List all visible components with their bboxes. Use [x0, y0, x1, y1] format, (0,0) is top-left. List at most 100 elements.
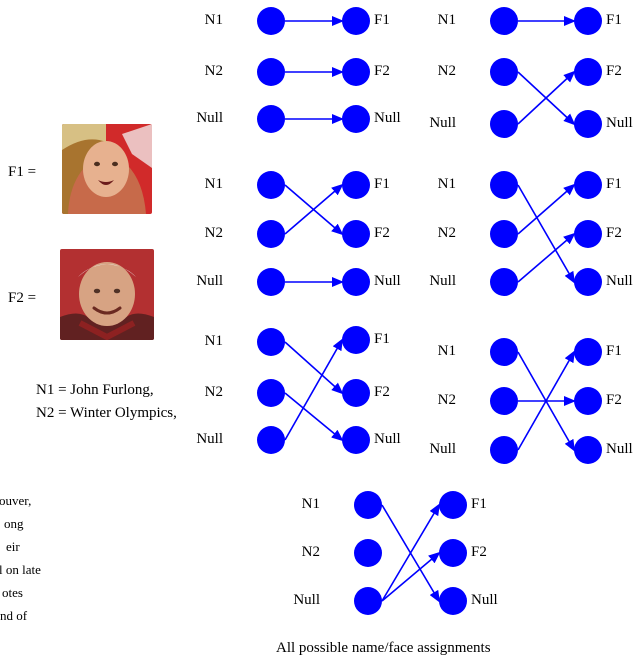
assignment-2-right-node-3 [574, 110, 602, 138]
assignment-6-left-label-2: N2 [437, 392, 456, 408]
cropped-text-line-5: otes [2, 585, 23, 600]
assignment-5-left-node-3 [257, 426, 285, 454]
assignment-6-left-label-1: N1 [437, 343, 456, 359]
legend-line-n1: N1 = John Furlong, [36, 382, 154, 398]
cropped-text-line-6: nd of [0, 608, 28, 623]
assignment-7-left-label-3: Null [293, 592, 320, 608]
assignment-3-right-node-1 [342, 171, 370, 199]
diagram-caption: All possible name/face assignments [276, 640, 491, 656]
assignment-7 [354, 491, 467, 615]
assignment-6-right-label-2: F2 [606, 392, 622, 408]
assignment-4-left-label-1: N1 [437, 176, 456, 192]
assignment-6-right-node-2 [574, 387, 602, 415]
assignment-1-left-node-3 [257, 105, 285, 133]
assignment-4-edge-3 [517, 232, 576, 283]
assignment-6-left-label-3: Null [429, 441, 456, 457]
assignment-2-left-node-1 [490, 7, 518, 35]
assignment-1-right-node-1 [342, 7, 370, 35]
assignment-6-left-node-2 [490, 387, 518, 415]
assignment-4-right-node-3 [574, 268, 602, 296]
assignment-7-left-node-2 [354, 539, 382, 567]
assignment-3 [257, 171, 370, 296]
assignment-3-right-node-3 [342, 268, 370, 296]
assignment-7-right-node-1 [439, 491, 467, 519]
assignment-2-right-node-1 [574, 7, 602, 35]
assignment-5-right-label-2: F2 [374, 384, 390, 400]
assignment-4 [490, 171, 602, 296]
assignment-6-right-label-3: Null [606, 441, 633, 457]
assignment-4-edge-1 [517, 184, 575, 284]
assignment-4-right-node-2 [574, 220, 602, 248]
assignment-7-left-node-1 [354, 491, 382, 519]
cropped-text-line-3: eir [6, 539, 20, 554]
assignment-3-right-node-2 [342, 220, 370, 248]
assignment-2-left-label-2: N2 [437, 63, 456, 79]
cropped-text-line-2: ong [4, 516, 24, 531]
assignment-5-left-node-1 [257, 328, 285, 356]
assignment-2-right-label-2: F2 [606, 63, 622, 79]
assignment-7-right-label-2: F2 [471, 544, 487, 560]
assignment-2-right-label-1: F1 [606, 12, 622, 28]
assignment-3-left-label-2: N2 [204, 225, 223, 241]
assignment-7-right-node-2 [439, 539, 467, 567]
assignment-3-left-node-3 [257, 268, 285, 296]
assignment-5-right-label-3: Null [374, 431, 401, 447]
assignment-1-right-label-2: F2 [374, 63, 390, 79]
legend-line-n2: N2 = Winter Olympics, [36, 405, 177, 421]
assignment-3-edge-2 [284, 183, 344, 235]
assignment-3-left-label-1: N1 [204, 176, 223, 192]
assignment-1-right-label-1: F1 [374, 12, 390, 28]
assignment-4-left-node-2 [490, 220, 518, 248]
face-label-f2: F2 = [8, 290, 37, 306]
assignment-5-right-node-3 [342, 426, 370, 454]
assignment-4-right-label-2: F2 [606, 225, 622, 241]
assignment-1-right-node-2 [342, 58, 370, 86]
girl-face-image [62, 124, 152, 214]
assignment-3-left-node-1 [257, 171, 285, 199]
assignment-5-left-label-3: Null [196, 431, 223, 447]
cropped-text-line-4: l on late [0, 562, 41, 577]
assignment-4-left-node-3 [490, 268, 518, 296]
assignment-5-edge-1 [284, 341, 344, 395]
assignment-1-right-node-3 [342, 105, 370, 133]
assignment-5-edge-3 [284, 338, 343, 441]
assignment-3-right-label-3: Null [374, 273, 401, 289]
assignment-7-right-label-3: Null [471, 592, 498, 608]
assignment-2-edge-3 [517, 70, 576, 125]
assignment-6-right-label-1: F1 [606, 343, 622, 359]
assignment-2-left-label-3: Null [429, 115, 456, 131]
man-face-image [60, 249, 154, 340]
assignment-5-right-node-1 [342, 326, 370, 354]
assignment-5-edge-2 [284, 392, 344, 442]
assignment-4-left-node-1 [490, 171, 518, 199]
assignment-2-left-label-1: N1 [437, 12, 456, 28]
assignment-1-left-label-3: Null [196, 110, 223, 126]
assignment-6-left-node-1 [490, 338, 518, 366]
assignment-1-left-node-2 [257, 58, 285, 86]
assignment-5-right-node-2 [342, 379, 370, 407]
assignment-1-left-label-2: N2 [204, 63, 223, 79]
assignment-1-left-node-1 [257, 7, 285, 35]
assignment-3-right-label-1: F1 [374, 176, 390, 192]
assignment-5-right-label-1: F1 [374, 331, 390, 347]
assignment-2-left-node-3 [490, 110, 518, 138]
assignment-1-left-label-1: N1 [204, 12, 223, 28]
assignment-3-left-node-2 [257, 220, 285, 248]
assignment-3-left-label-3: Null [196, 273, 223, 289]
assignment-5-left-node-2 [257, 379, 285, 407]
cropped-text-line-1: ouver, [0, 493, 32, 508]
assignment-4-right-label-1: F1 [606, 176, 622, 192]
assignment-4-right-label-3: Null [606, 273, 633, 289]
assignment-1-right-label-3: Null [374, 110, 401, 126]
assignment-7-left-node-3 [354, 587, 382, 615]
assignment-7-right-label-1: F1 [471, 496, 487, 512]
assignment-7-edge-3 [381, 551, 441, 602]
assignment-7-left-label-2: N2 [301, 544, 320, 560]
assignment-6-right-node-3 [574, 436, 602, 464]
assignment-5-left-label-1: N1 [204, 333, 223, 349]
assignment-6 [490, 338, 602, 464]
assignment-7-right-node-3 [439, 587, 467, 615]
assignment-2 [490, 7, 602, 138]
assignment-4-left-label-2: N2 [437, 225, 456, 241]
assignment-5 [257, 326, 370, 454]
